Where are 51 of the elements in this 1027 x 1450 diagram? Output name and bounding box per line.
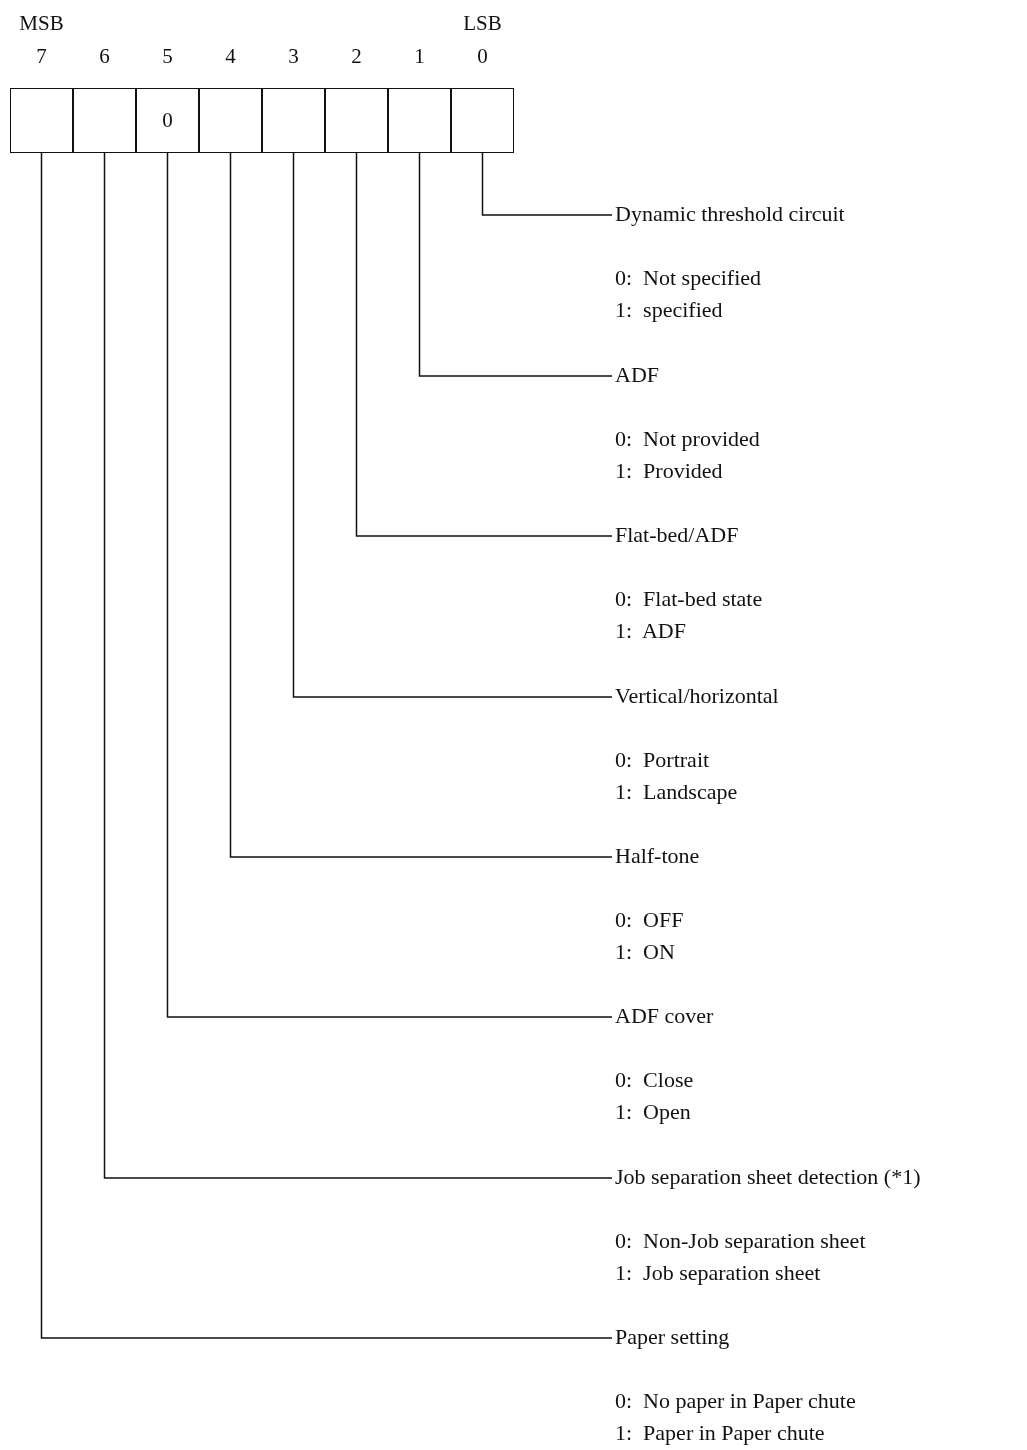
bit-order-label: MSB	[19, 11, 64, 36]
bit-cell	[388, 88, 451, 153]
bit-number: 5	[162, 44, 173, 69]
leader-line	[103, 152, 613, 1179]
field-name: ADF	[615, 361, 660, 389]
value-description: 0: Close	[615, 1066, 695, 1094]
value-description: 0: Portrait	[615, 746, 711, 774]
value-description: 0: OFF	[615, 906, 685, 934]
bit-cell	[451, 88, 514, 153]
leader-line	[355, 152, 613, 537]
bit-number: 4	[225, 44, 236, 69]
field-name: Flat-bed/ADF	[615, 521, 740, 549]
value-description: 0: Not specified	[615, 264, 763, 292]
bit-number: 0	[477, 44, 488, 69]
bit-cell	[325, 88, 388, 153]
bit-cell	[262, 88, 325, 153]
value-description: 0: Non-Job separation sheet	[615, 1227, 867, 1255]
field-name: Vertical/horizontal	[615, 682, 779, 710]
bit-cell	[136, 88, 199, 153]
field-name: Paper setting	[615, 1323, 731, 1351]
leader-line	[292, 152, 613, 698]
field-name: Job separation sheet detection (*1)	[615, 1163, 921, 1191]
value-description: 0: No paper in Paper chute	[615, 1387, 856, 1415]
bit-number: 6	[99, 44, 110, 69]
leader-line	[229, 152, 613, 858]
leader-line	[40, 152, 613, 1339]
bit-cell	[199, 88, 262, 153]
bit-number: 3	[288, 44, 299, 69]
bit-number: 2	[351, 44, 362, 69]
bit-value: 0	[162, 108, 173, 133]
bit-cell	[10, 88, 73, 153]
value-description: 1: Provided	[615, 457, 724, 485]
bit-cell	[73, 88, 136, 153]
value-description: 1: ON	[615, 938, 676, 966]
value-description: 1: Landscape	[615, 778, 739, 806]
field-name: Dynamic threshold circuit	[615, 200, 845, 228]
field-name: ADF cover	[615, 1002, 714, 1030]
bit-order-label: LSB	[463, 11, 502, 36]
value-description: 0: Not provided	[615, 425, 760, 453]
leader-line	[418, 152, 613, 377]
bit-number: 1	[414, 44, 425, 69]
value-description: 1: specified	[615, 296, 724, 324]
value-description: 1: Job separation sheet	[615, 1259, 822, 1287]
value-description: 1: Open	[615, 1098, 692, 1126]
leader-line	[166, 152, 613, 1018]
bit-number: 7	[36, 44, 47, 69]
value-description: 1: ADF	[615, 617, 687, 645]
field-name: Half-tone	[615, 842, 700, 870]
leader-line	[481, 152, 613, 216]
value-description: 1: Paper in Paper chute	[615, 1419, 826, 1447]
value-description: 0: Flat-bed state	[615, 585, 763, 613]
